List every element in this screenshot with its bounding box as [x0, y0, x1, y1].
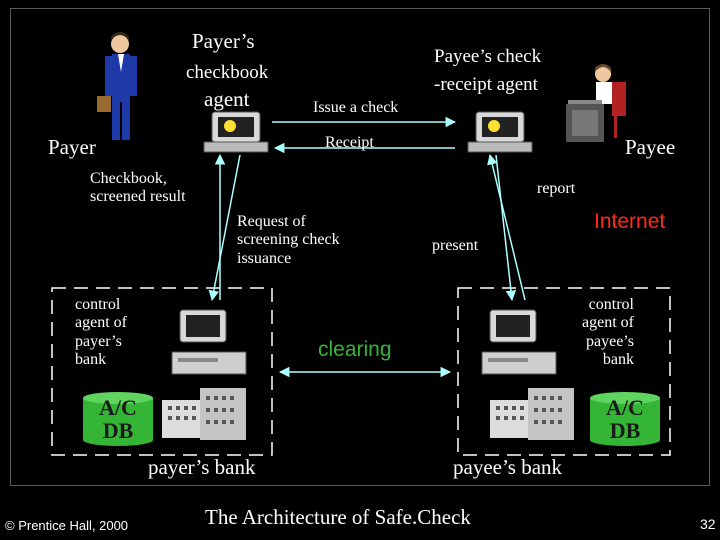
payer-agent-terminal-icon — [203, 111, 269, 153]
payee-agent-terminal-icon — [467, 111, 533, 153]
checkbook-result-label: Checkbook, screened result — [90, 170, 186, 206]
present-arrow — [495, 154, 517, 302]
payer-person-icon — [97, 32, 137, 140]
present-label: present — [432, 237, 479, 254]
payees-bank-label: payee’s bank — [453, 455, 563, 479]
payers-bank-boundary — [51, 287, 273, 456]
control-agent-payer-label: control agent of payer’s bank — [75, 296, 127, 369]
report-arrow — [487, 153, 526, 301]
payer-bank-building-icon — [162, 388, 246, 440]
slide-frame — [10, 8, 710, 486]
payees-bank-boundary — [457, 287, 671, 456]
request-arrow — [208, 154, 241, 302]
clearing-label: clearing — [318, 338, 392, 361]
slide-title: The Architecture of Safe.Check — [205, 505, 471, 529]
request-label: Request of screening check issuance — [237, 213, 340, 267]
payers-checkbook-agent-line2: checkbook — [186, 62, 269, 83]
payee-person-icon — [566, 64, 626, 142]
payees-agent-line2: -receipt agent — [434, 74, 538, 95]
copyright-footer: © Prentice Hall, 2000 — [5, 518, 129, 533]
payer-bank-terminal-icon — [171, 309, 247, 375]
issue-check-label: Issue a check — [313, 99, 399, 116]
payers-checkbook-agent-line1: Payer’s — [192, 29, 255, 53]
payee-bank-building-icon — [490, 388, 574, 440]
payer-db-label: A/C DB — [99, 395, 137, 444]
receipt-label: Receipt — [325, 134, 374, 151]
payers-checkbook-agent-line3: agent — [204, 87, 250, 111]
page-number: 32 — [700, 516, 716, 532]
payers-bank-label: payer’s bank — [148, 455, 256, 479]
payer-db-icon — [83, 392, 153, 446]
payee-db-icon — [590, 392, 660, 446]
internet-label: Internet — [594, 210, 666, 233]
payee-db-label: A/C DB — [606, 395, 644, 444]
payer-label: Payer — [48, 135, 96, 159]
payee-bank-terminal-icon — [481, 309, 557, 375]
report-label: report — [537, 180, 576, 197]
control-agent-payee-label: control agent of payee’s bank — [582, 296, 634, 369]
payee-label: Payee — [625, 135, 676, 159]
payees-agent-line1: Payee’s check — [434, 46, 542, 67]
